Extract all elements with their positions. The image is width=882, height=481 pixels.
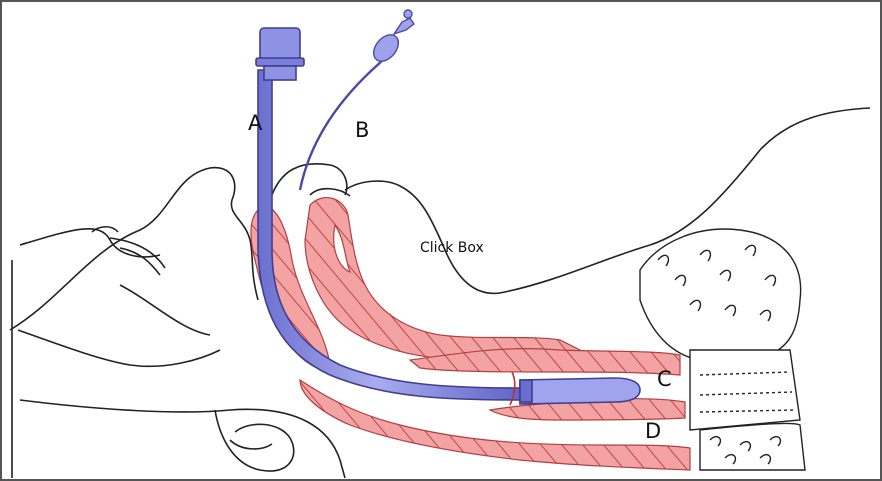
label-d: D	[645, 421, 661, 442]
label-b: B	[355, 120, 369, 141]
click-box[interactable]: Click Box	[418, 239, 486, 257]
label-c: C	[657, 369, 672, 390]
label-a: A	[248, 113, 262, 134]
